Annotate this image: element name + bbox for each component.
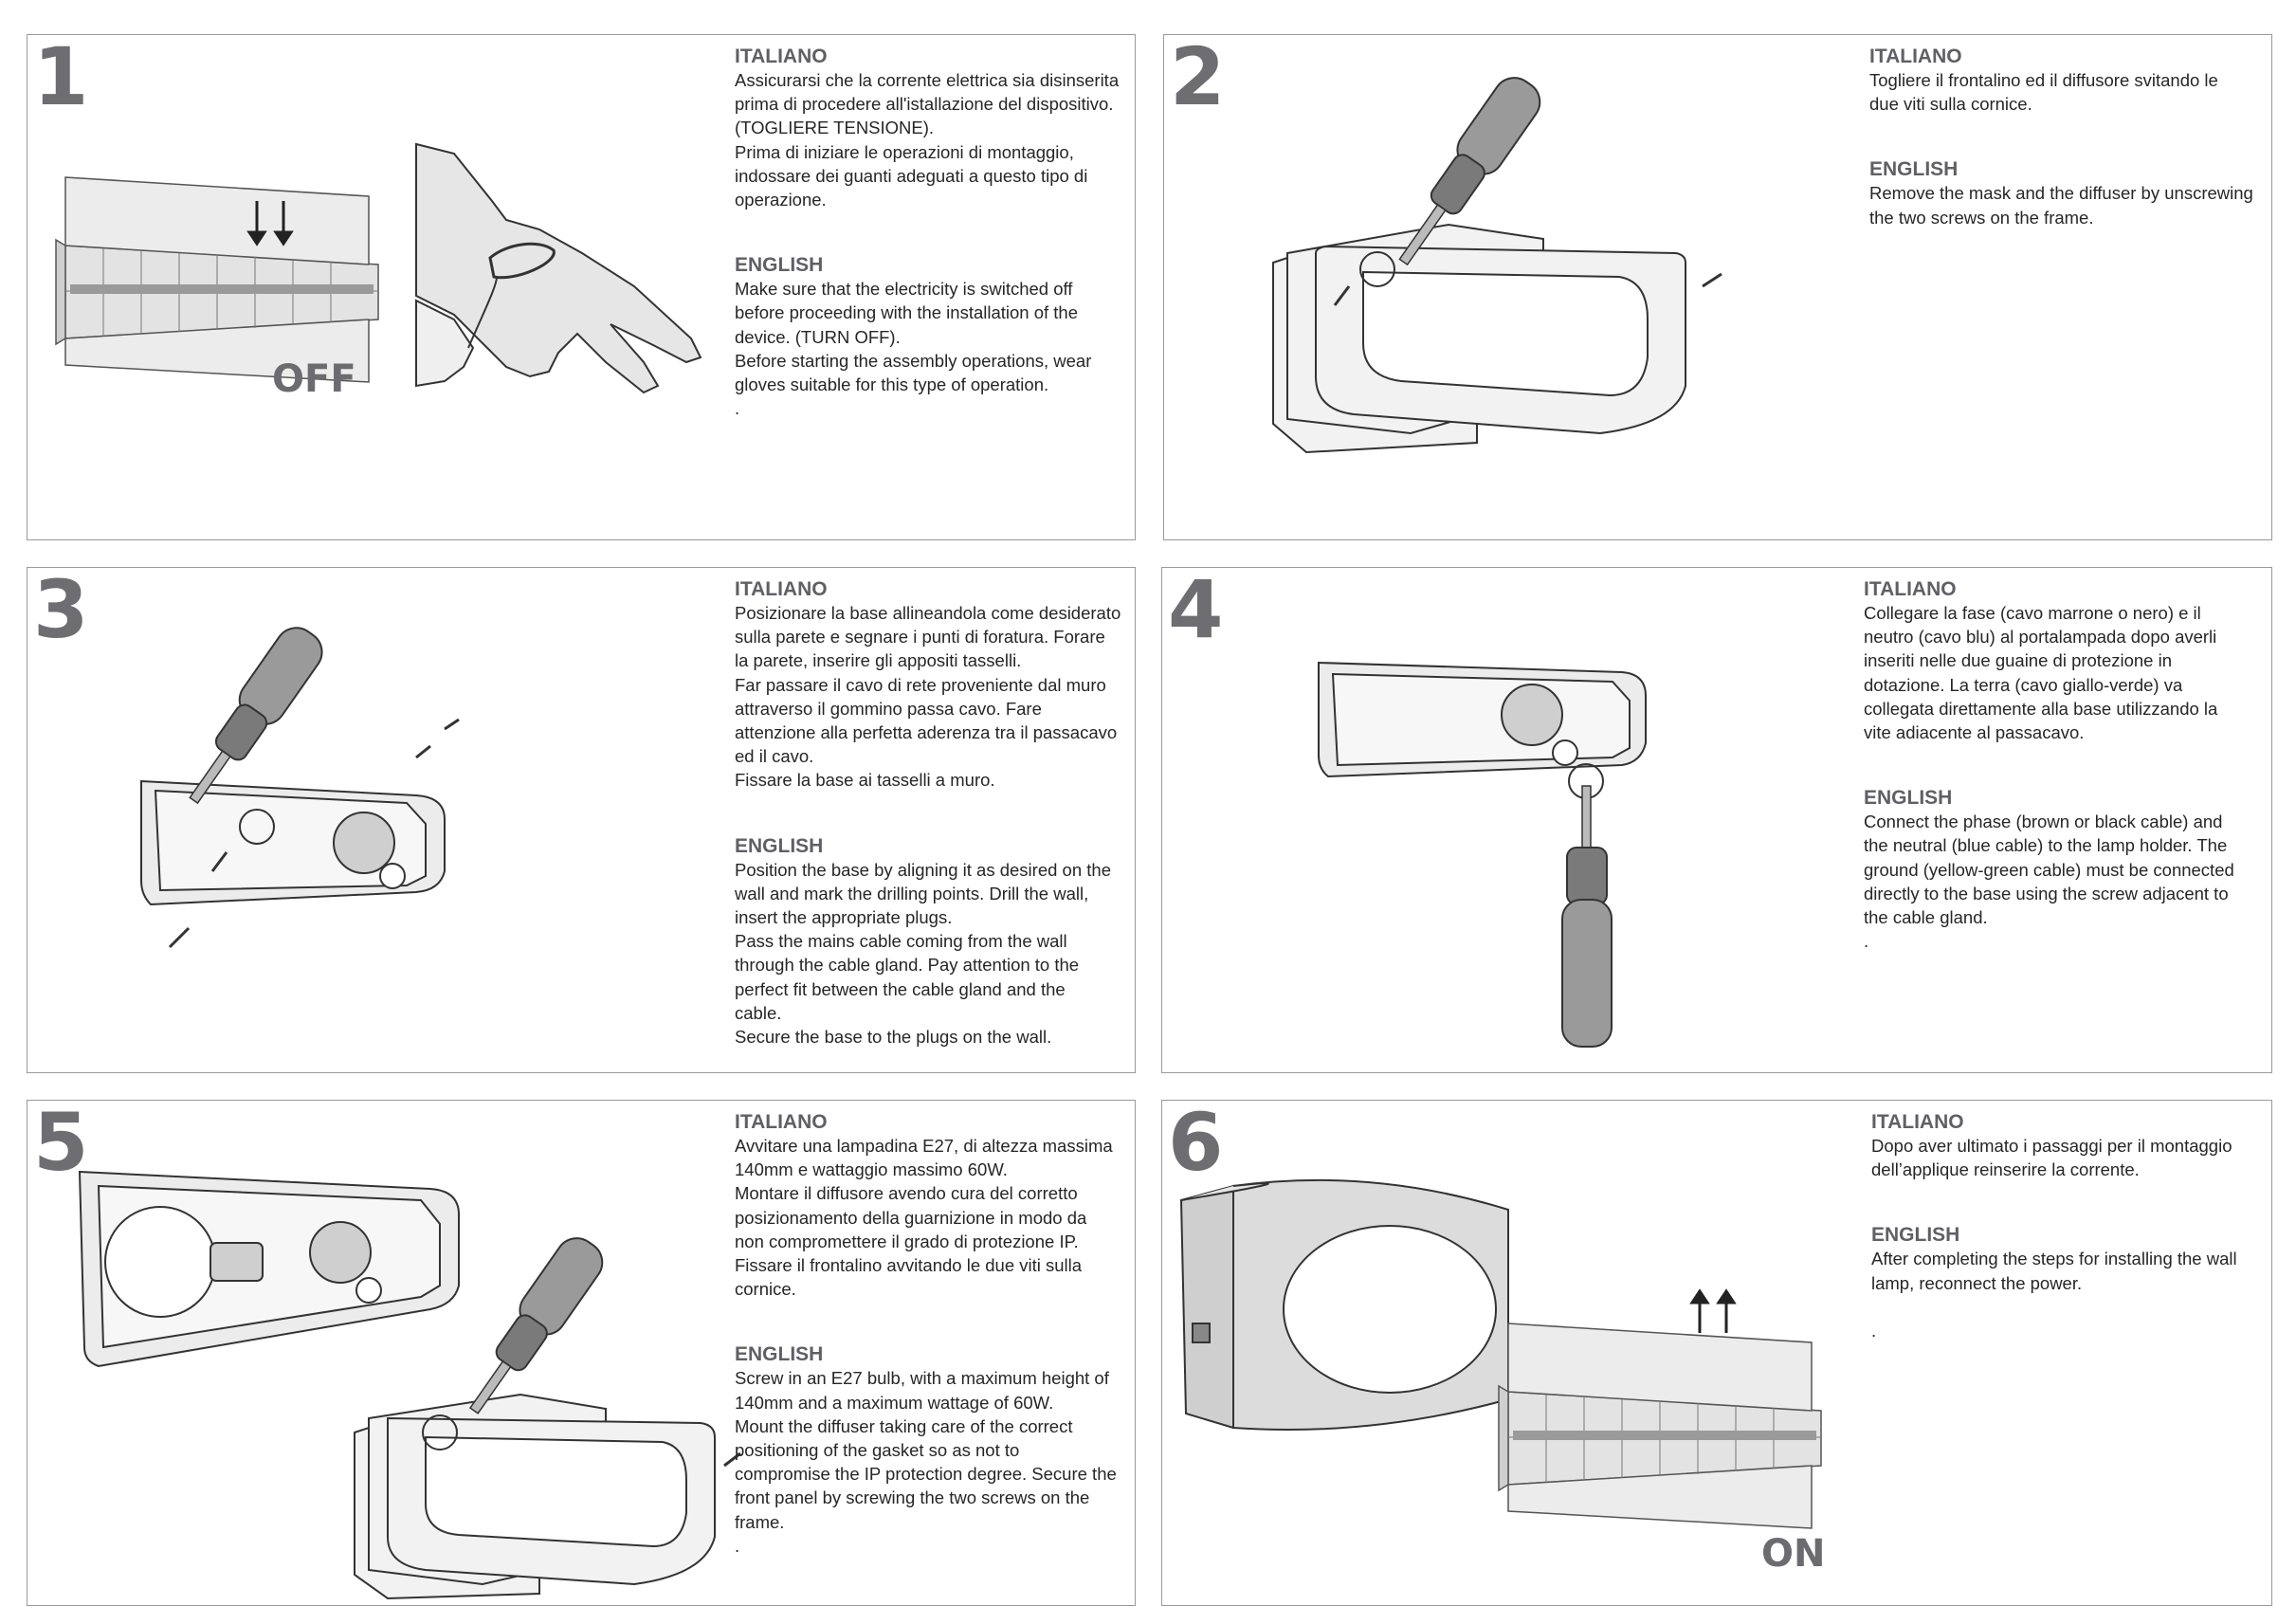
italiano-heading: ITALIANO — [1871, 1111, 1964, 1133]
step-text: ITALIANO Collegare la fase (cavo marrone… — [1864, 577, 2234, 953]
step-panel-5: 5 ITALIANO Avvitare una lampadina E27, d… — [27, 1100, 1136, 1606]
step-number: 2 — [1170, 30, 1226, 123]
italiano-text: Togliere il frontalino ed il diffusore s… — [1869, 70, 2218, 115]
english-text: Remove the mask and the diffuser by unsc… — [1869, 183, 2253, 228]
step-number: 5 — [33, 1096, 89, 1189]
gloved-hand-illustration — [415, 142, 702, 394]
fix-base-illustration — [140, 627, 460, 949]
english-text: After completing the steps for installin… — [1871, 1249, 2237, 1341]
circuit-breaker-illustration — [1498, 1288, 1822, 1529]
bulb-illustration — [78, 1170, 460, 1368]
step-panel-4: 4 ITALIANO Collegare la fase (cavo marro… — [1161, 567, 2272, 1073]
english-heading: ENGLISH — [735, 834, 824, 857]
english-heading: ENGLISH — [1871, 1224, 1960, 1247]
remove-mask-illustration — [1272, 77, 1722, 454]
power-on-label: ON — [1761, 1532, 1826, 1576]
step-panel-3: 3 ITALIANO Posizionare la base allineand… — [27, 567, 1136, 1073]
step-text: ITALIANO Assicurarsi che la corrente ele… — [735, 45, 1119, 420]
english-heading: ENGLISH — [735, 254, 824, 277]
english-text: Position the base by aligning it as desi… — [735, 859, 1111, 1048]
step-text: ITALIANO Posizionare la base allineandol… — [735, 577, 1121, 1049]
step-number: 1 — [33, 30, 89, 123]
italiano-text: Posizionare la base allineandola come de… — [735, 603, 1121, 791]
mount-diffuser-illustration — [354, 1237, 741, 1600]
wiring-illustration — [1318, 661, 1647, 1048]
english-heading: ENGLISH — [1869, 158, 1959, 181]
step-number: 3 — [33, 563, 89, 656]
step-number: 4 — [1168, 563, 1224, 656]
italiano-heading: ITALIANO — [1864, 578, 1957, 600]
english-heading: ENGLISH — [735, 1343, 824, 1366]
step-text: ITALIANO Togliere il frontalino ed il di… — [1869, 45, 2253, 229]
step-text: ITALIANO Avvitare una lampadina E27, di … — [735, 1110, 1117, 1558]
circuit-breaker-illustration — [55, 176, 379, 383]
step-panel-2: 2 ITALIANO Togliere il frontalino ed il … — [1163, 34, 2272, 540]
italiano-text: Dopo aver ultimato i passaggi per il mon… — [1871, 1136, 2232, 1180]
italiano-heading: ITALIANO — [1869, 46, 1962, 67]
english-text: Connect the phase (brown or black cable)… — [1864, 812, 2234, 952]
step-text: ITALIANO Dopo aver ultimato i passaggi p… — [1871, 1110, 2237, 1342]
italiano-heading: ITALIANO — [735, 46, 828, 67]
italiano-heading: ITALIANO — [735, 1111, 828, 1133]
italiano-text: Collegare la fase (cavo marrone o nero) … — [1864, 603, 2218, 743]
assembled-lamp-illustration — [1179, 1178, 1509, 1431]
english-heading: ENGLISH — [1864, 787, 1953, 810]
step-panel-6: 6 ON ITALIANO Dopo — [1161, 1100, 2272, 1606]
italiano-text: Assicurarsi che la corrente elettrica si… — [735, 70, 1120, 210]
english-text: Screw in an E27 bulb, with a maximum hei… — [735, 1368, 1117, 1556]
step-panel-1: 1 OFF ITALIANO Ass — [27, 34, 1136, 540]
italiano-heading: ITALIANO — [735, 578, 828, 600]
step-number: 6 — [1168, 1096, 1224, 1189]
power-off-label: OFF — [272, 357, 356, 401]
english-text: Make sure that the electricity is switch… — [735, 279, 1092, 419]
italiano-text: Avvitare una lampadina E27, di altezza m… — [735, 1136, 1113, 1300]
